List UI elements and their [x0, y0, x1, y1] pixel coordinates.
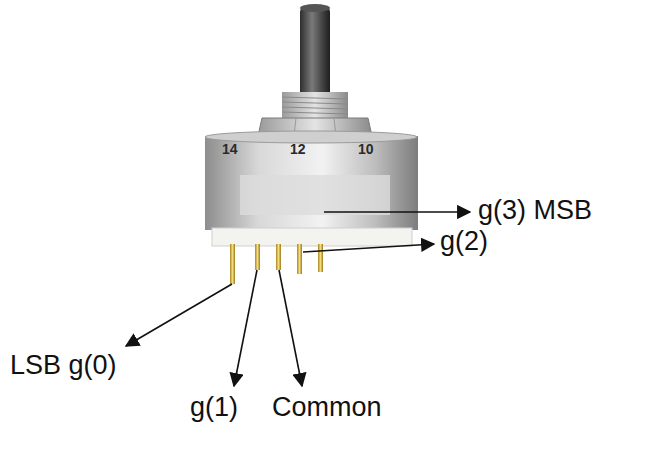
pin-label: g(1) — [190, 392, 238, 423]
dial-number: 14 — [222, 141, 238, 157]
housing — [205, 136, 418, 230]
label-area — [240, 175, 390, 215]
pin-label: Common — [272, 392, 382, 423]
shaft-end — [300, 4, 330, 12]
dial-number: 12 — [290, 141, 306, 157]
pin-label: g(2) — [440, 226, 488, 257]
shaft — [300, 6, 330, 98]
bushing — [282, 92, 348, 120]
threads — [282, 97, 348, 114]
pin-label: LSB g(0) — [10, 350, 117, 381]
pin-label: g(3) MSB — [478, 195, 592, 226]
leader-lines — [126, 212, 470, 386]
pins — [230, 244, 323, 284]
base — [212, 228, 412, 246]
dial-number: 10 — [358, 141, 374, 157]
